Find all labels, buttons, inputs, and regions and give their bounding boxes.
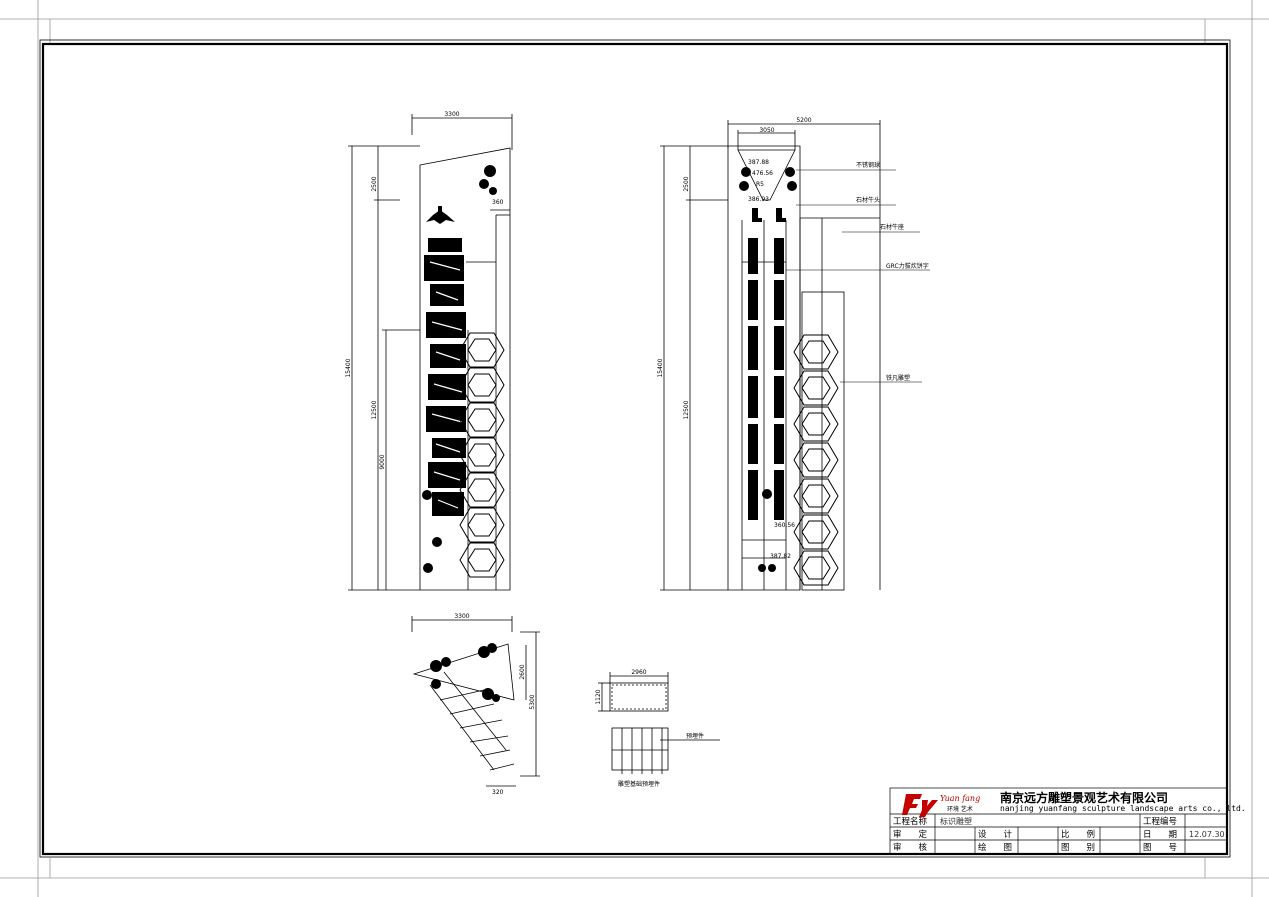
front-small-dim: 360 <box>492 199 504 206</box>
sheet-number-label: 图 号 <box>1143 843 1177 853</box>
draw-label: 绘 图 <box>978 842 1012 853</box>
note-stone-ox-head: 石材牛头 <box>856 196 880 204</box>
category-label: 图 别 <box>1061 843 1095 853</box>
note-iron-sculpture: 铁凡雕塑 <box>886 374 910 382</box>
review-label: 审 核 <box>893 842 928 853</box>
side-dim-2: 476.56 <box>752 170 773 177</box>
logo-sub-text: 环境 艺术 <box>947 805 973 813</box>
company-name-en: nanjing yuanfang sculpture landscape art… <box>1000 804 1246 813</box>
side-leader-lines <box>786 169 930 383</box>
front-calligraphy-texture <box>429 261 463 509</box>
side-elevation <box>660 120 881 591</box>
plan-width-dim: 3300 <box>454 613 469 620</box>
title-block <box>889 787 1228 855</box>
plan-balls <box>430 643 500 702</box>
side-width-dim: 5200 <box>796 117 811 124</box>
side-dim-5: 360.56 <box>774 522 795 529</box>
front-total-dim: 15400 <box>345 358 352 377</box>
project-number-label: 工程编号 <box>1143 816 1177 827</box>
note-steel-ball: 不锈钢球 <box>856 161 880 169</box>
front-elevation <box>348 114 513 591</box>
front-mid-dim: 12500 <box>371 400 378 419</box>
approve-label: 审 定 <box>893 829 928 840</box>
plan-dim-a: 2600 <box>519 664 526 679</box>
side-ox-heads <box>752 208 786 222</box>
front-hexagon-chain <box>459 332 505 578</box>
side-dim-4: 386.93 <box>748 196 769 203</box>
foundation-height-dim: 1120 <box>595 689 602 704</box>
logo-script-text: Yuan fang <box>940 794 980 803</box>
side-mid-dim: 12500 <box>683 400 690 419</box>
project-name-value: 标识雕塑 <box>940 816 972 826</box>
date-value: 12.07.30 <box>1189 830 1225 839</box>
front-width-dim: 3300 <box>444 111 459 118</box>
foundation-caption: 雕塑基础预埋件 <box>618 780 660 788</box>
side-total-dim: 15400 <box>657 358 664 377</box>
design-label: 设 计 <box>978 829 1013 840</box>
drawing-frame-outer <box>39 39 1231 858</box>
front-steel-balls <box>422 165 497 573</box>
company-name-cn: 南京远方雕塑景观艺术有限公司 <box>1000 790 1168 805</box>
front-top-dim: 2500 <box>371 176 378 191</box>
scale-label: 比 例 <box>1061 829 1095 840</box>
project-name-label: 工程名称 <box>893 816 928 827</box>
front-dim-labels: 3300 360 15400 2500 12500 9000 <box>345 111 504 470</box>
side-dim-1: 387.88 <box>748 159 769 166</box>
front-lower-dim: 9000 <box>379 454 386 469</box>
side-top-dim: 2500 <box>683 176 690 191</box>
date-label: 日 期 <box>1143 830 1177 840</box>
drawing-frame <box>41 42 1229 856</box>
side-calligraphy <box>748 238 784 520</box>
foundation-note: 预埋件 <box>686 732 704 740</box>
side-steel-balls <box>739 167 797 572</box>
foundation-detail <box>598 672 720 774</box>
plan-dim-b: 5300 <box>529 694 536 709</box>
front-calligraphy <box>424 238 466 516</box>
company-logo: Yuan fang 环境 艺术 <box>902 794 980 817</box>
note-stone-ox-base: 石材牛座 <box>880 223 904 231</box>
plan-view <box>411 616 540 787</box>
side-inner-dim: 3050 <box>759 127 774 134</box>
foundation-labels: 2960 1120 预埋件 雕塑基础预埋件 <box>595 669 704 788</box>
front-ox-head <box>426 206 455 224</box>
side-labels: 5200 3050 15400 2500 12500 387.88 476.56… <box>657 117 929 560</box>
side-hexagon-chain <box>793 334 839 586</box>
foundation-width-dim: 2960 <box>631 669 646 676</box>
plan-labels: 3300 2600 5300 320 <box>454 613 536 796</box>
side-dim-3: R5 <box>756 181 764 188</box>
plan-dim-c: 320 <box>492 789 504 796</box>
side-dim-6: 387.82 <box>770 553 791 560</box>
note-grc-characters: GRC力拔炊饼字 <box>886 262 929 270</box>
